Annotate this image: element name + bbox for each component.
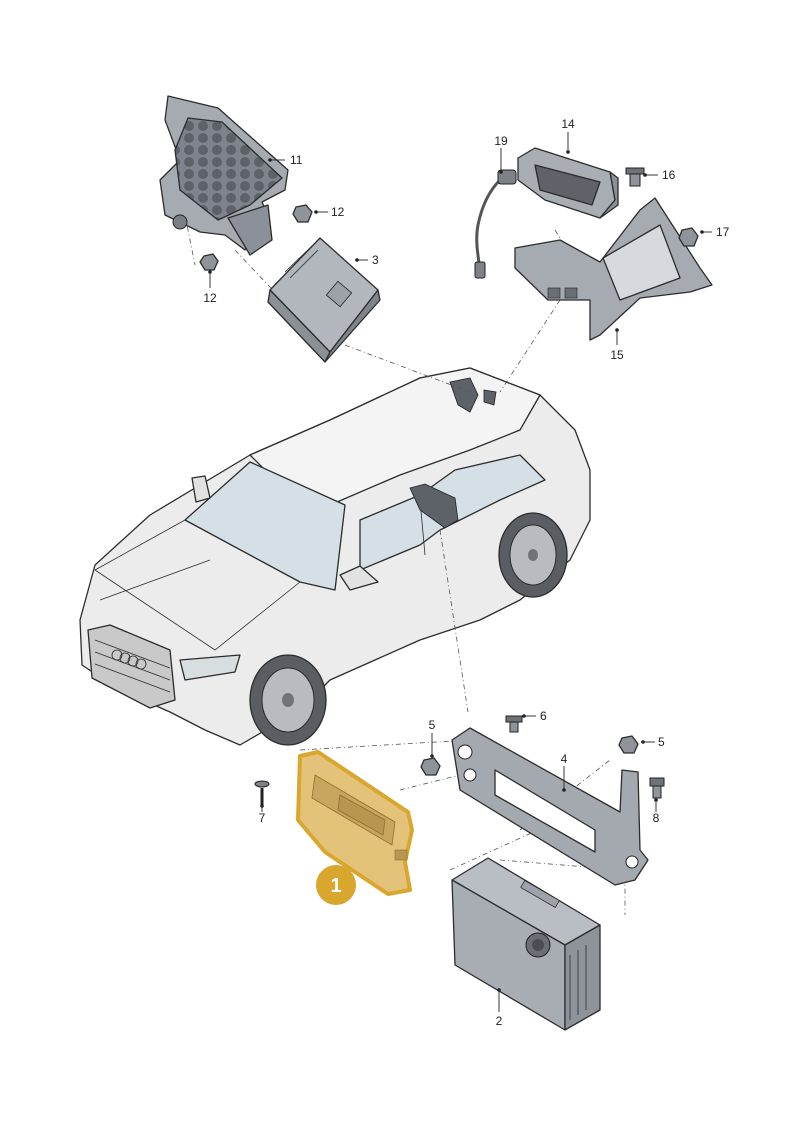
part-17-nut[interactable]: [678, 227, 699, 247]
label-part-12-lower[interactable]: 12: [203, 291, 217, 305]
part-12-nut-upper[interactable]: [292, 204, 313, 223]
part-15-bracket[interactable]: [514, 197, 713, 341]
part-16-screw[interactable]: [625, 167, 645, 187]
part-6-bolt[interactable]: [505, 715, 523, 733]
label-part-2[interactable]: 2: [496, 1014, 503, 1028]
label-part-17[interactable]: 17: [716, 225, 730, 239]
part-2-control-module[interactable]: [451, 857, 601, 1031]
callout-leaders: [208, 132, 712, 1012]
rear-wheel: [498, 512, 568, 598]
brand-rings-icon: [111, 649, 147, 670]
label-part-19[interactable]: 19: [494, 134, 508, 148]
part-3-control-module[interactable]: [267, 237, 381, 363]
label-part-8[interactable]: 8: [653, 811, 660, 825]
part-5-nut-left[interactable]: [420, 757, 441, 776]
install-location-pillar: [409, 483, 459, 529]
label-part-7[interactable]: 7: [259, 811, 266, 825]
part-5-nut-right[interactable]: [618, 735, 639, 754]
label-part-4[interactable]: 4: [561, 752, 568, 766]
part-11-bracket[interactable]: [159, 95, 289, 256]
label-part-16[interactable]: 16: [662, 168, 676, 182]
highlight-badge-1: 1: [316, 865, 356, 905]
label-part-14[interactable]: 14: [561, 117, 575, 131]
label-part-11[interactable]: 11: [290, 153, 303, 167]
label-part-6[interactable]: 6: [540, 709, 547, 723]
part-4-bracket-frame[interactable]: [451, 727, 649, 886]
label-part-15[interactable]: 15: [610, 348, 624, 362]
part-8-bolt[interactable]: [649, 777, 665, 799]
label-part-12-upper[interactable]: 12: [331, 205, 345, 219]
label-part-3[interactable]: 3: [372, 253, 379, 267]
highlight-badge-label: 1: [330, 875, 341, 897]
label-part-5-left[interactable]: 5: [429, 718, 436, 732]
label-part-5-right[interactable]: 5: [658, 735, 665, 749]
callout-labels: 11 12 12 3 14 19 16 17 15 5 6 5 4 7 8 2: [203, 117, 729, 1028]
part-1-control-unit-highlighted[interactable]: [296, 750, 414, 896]
part-12-nut-lower[interactable]: [199, 253, 219, 271]
vehicle-illustration: [79, 367, 591, 746]
front-wheel: [249, 654, 327, 746]
part-7-screw[interactable]: [254, 780, 270, 806]
install-location-roof: [449, 377, 497, 413]
part-19-sensor-cable[interactable]: [474, 169, 517, 279]
part-14-receiver-module[interactable]: [517, 147, 619, 219]
